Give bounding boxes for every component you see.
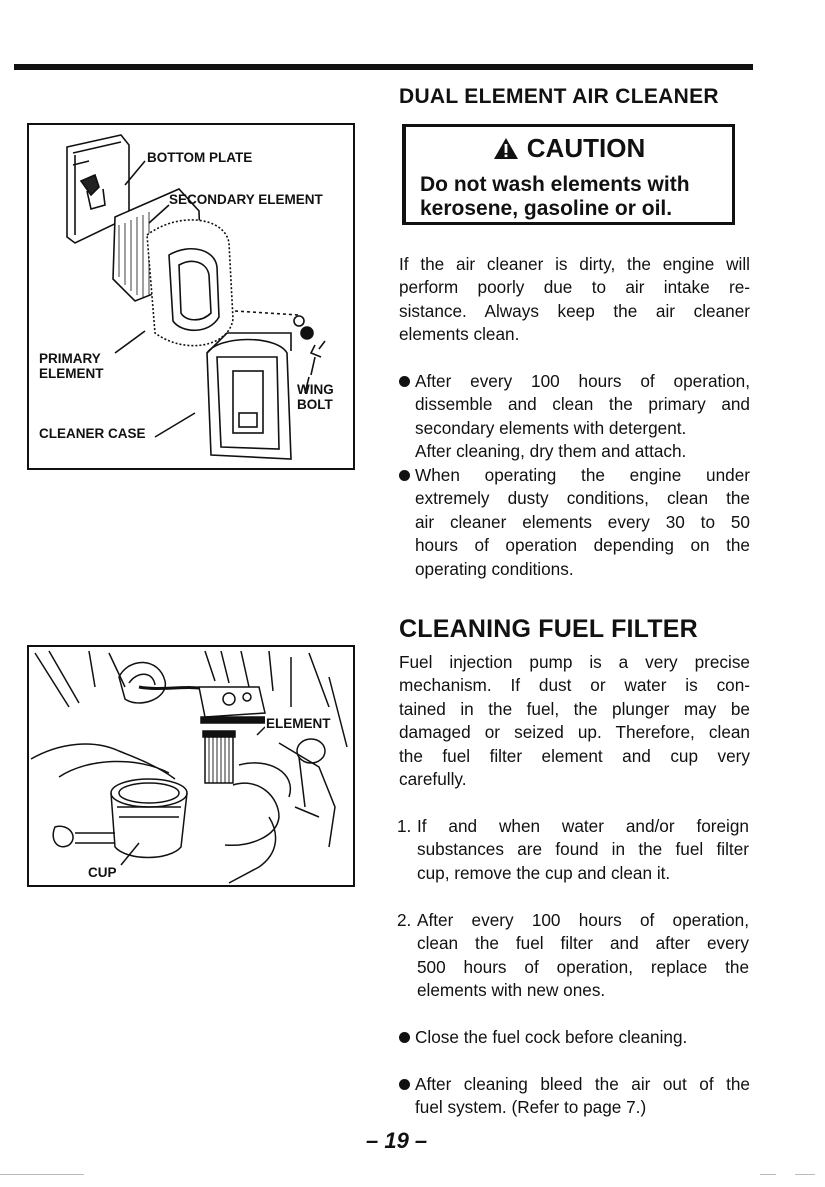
text-line: After every 100 hours of operation, (417, 910, 749, 930)
text-line: After cleaning bleed the air out of the (415, 1074, 750, 1094)
label-cup: CUP (87, 865, 118, 880)
text-line: air cleaner elements every 30 to 50 (415, 511, 750, 532)
top-rule (14, 64, 753, 70)
label-line: BOLT (297, 397, 333, 412)
warning-triangle-icon (493, 138, 518, 159)
text-line: elements with new ones. (417, 980, 606, 1001)
text-line: cup, remove the cup and clean it. (417, 862, 671, 883)
air-bullet-2: When operating the engine under extremel… (399, 464, 750, 581)
text-line: carefully. (399, 769, 467, 790)
air-bullet-1: After every 100 hours of operation, diss… (399, 370, 750, 464)
caution-line: Do not wash elements with (420, 173, 690, 196)
text-line: After every 100 hours of operation, (415, 371, 750, 391)
caution-box: CAUTION Do not wash elements with kerose… (402, 124, 735, 225)
caution-message: Do not wash elements with kerosene, gaso… (420, 173, 690, 221)
bullet-dot (399, 1079, 410, 1090)
fuel-filter-illustration (30, 650, 348, 884)
text-line: Close the fuel cock before cleaning. (415, 1027, 688, 1047)
text-line: damaged or seized up. Therefore, clean (399, 722, 750, 743)
caution-heading: CAUTION (526, 133, 646, 163)
fuel-step-1: 1. If and when water and/or foreign subs… (397, 815, 749, 885)
section-title-fuel-filter: CLEANING FUEL FILTER (399, 615, 698, 643)
footer-rule-left (0, 1174, 84, 1175)
text-line: dissemble and clean the primary and (415, 394, 750, 415)
bullet-dot (399, 470, 410, 481)
text-line: tained in the fuel, the plunger may be (399, 698, 750, 719)
label-cleaner-case: CLEANER CASE (39, 426, 146, 441)
caution-line: kerosene, gasoline or oil. (420, 197, 673, 220)
text-line: the fuel filter element and cup very (399, 745, 750, 766)
text-line: sistance. Always keep the air cleaner (399, 300, 750, 321)
air-cleaner-illustration (66, 134, 326, 460)
fuel-filter-diagram: ELEMENT CUP (27, 645, 355, 887)
text-line: hours of operation depending on the (415, 535, 750, 556)
text-line: If the air cleaner is dirty, the engine … (399, 254, 750, 274)
fuel-step-2: 2. After every 100 hours of operation, c… (397, 909, 749, 1003)
label-bottom-plate: BOTTOM PLATE (147, 150, 253, 165)
label-wing-bolt: WING BOLT (297, 382, 334, 412)
page-number: – 19 – (366, 1128, 428, 1153)
footer-rule-right (760, 1174, 776, 1175)
text-line: mechanism. If dust or water is con- (399, 675, 750, 696)
air-cleaner-diagram: BOTTOM PLATE SECONDARY ELEMENT PRIMARY E… (27, 123, 355, 470)
step-number: 1. (397, 816, 412, 836)
fuel-bullet-1: Close the fuel cock before cleaning. (399, 1026, 750, 1049)
text-line: When operating the engine under (415, 465, 750, 485)
bullet-dot (399, 1032, 410, 1043)
footer-rule-right (795, 1174, 815, 1175)
text-line: elements clean. (399, 324, 520, 345)
text-line: secondary elements with detergent. (415, 417, 687, 438)
label-primary-element: PRIMARY ELEMENT (39, 351, 104, 381)
text-line: Fuel injection pump is a very precise (399, 652, 750, 672)
step-number: 2. (397, 910, 412, 930)
label-line: WING (297, 382, 334, 397)
section-title-air-cleaner: DUAL ELEMENT AIR CLEANER (399, 85, 719, 108)
bullet-dot (399, 376, 410, 387)
air-cleaner-intro: If the air cleaner is dirty, the engine … (399, 253, 750, 347)
label-element: ELEMENT (265, 716, 332, 731)
text-line: clean the fuel filter and after every (417, 933, 749, 954)
text-line: extremely dusty conditions, clean the (415, 488, 750, 509)
caution-heading-row: CAUTION (406, 133, 732, 164)
label-secondary-element: SECONDARY ELEMENT (169, 192, 323, 207)
text-line: perform poorly due to air intake re- (399, 277, 750, 298)
text-line: After cleaning, dry them and attach. (415, 441, 687, 462)
text-line: 500 hours of operation, replace the (417, 956, 749, 977)
label-line: ELEMENT (39, 366, 104, 381)
fuel-bullet-2: After cleaning bleed the air out of the … (399, 1073, 750, 1120)
fuel-filter-intro: Fuel injection pump is a very precise me… (399, 651, 750, 791)
text-line: fuel system. (Refer to page 7.) (415, 1097, 647, 1118)
text-line: If and when water and/or foreign (417, 816, 749, 836)
text-line: substances are found in the fuel filter (417, 839, 749, 860)
label-line: PRIMARY (39, 351, 101, 366)
text-line: operating conditions. (415, 558, 574, 579)
